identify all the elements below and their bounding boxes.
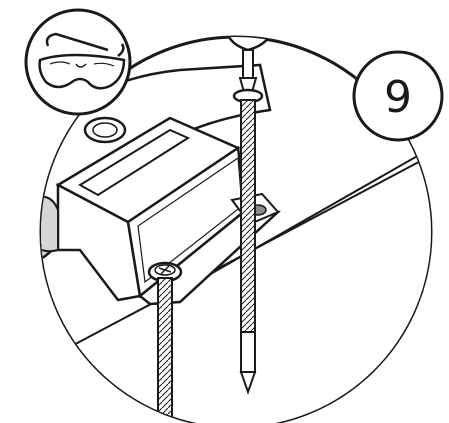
screw-icon [232, 88, 264, 396]
power-drill-icon [224, 37, 274, 93]
installed-screw [147, 261, 183, 423]
safety-glasses-icon [38, 32, 126, 90]
step-number-badge: 9 [352, 50, 444, 142]
step-number: 9 [384, 72, 412, 123]
safety-glasses-badge [24, 8, 132, 116]
